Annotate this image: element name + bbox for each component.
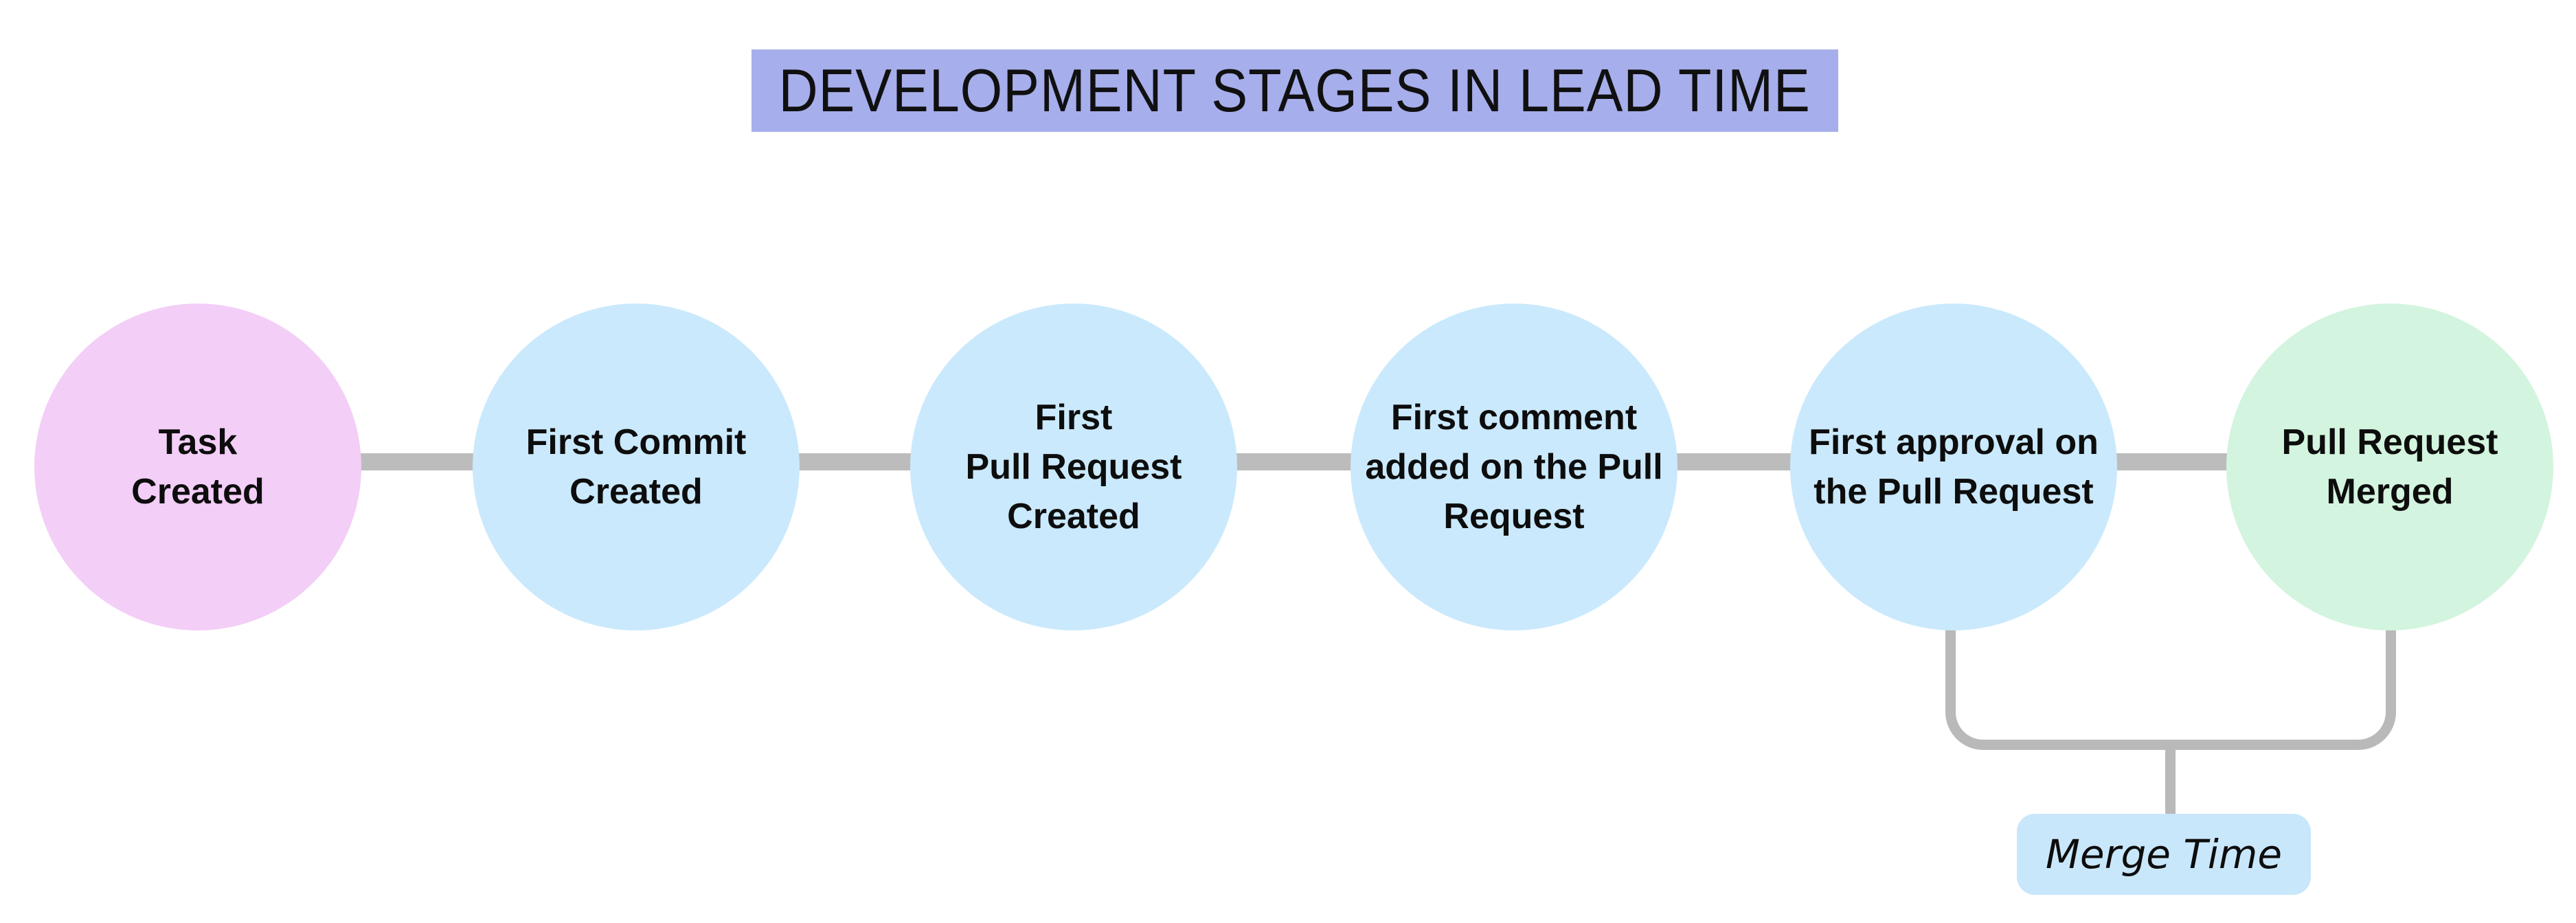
- stage-label: First approval on the Pull Request: [1809, 422, 2099, 512]
- merge-time-bracket: [1945, 628, 2396, 750]
- stage-node-first-pull-request: First Pull Request Created: [910, 304, 1237, 630]
- stage-node-first-approval: First approval on the Pull Request: [1790, 304, 2117, 630]
- stage-label: Pull Request Merged: [2281, 422, 2498, 512]
- stage-label: First Commit Created: [526, 422, 747, 512]
- stage-node-pull-request-merged: Pull Request Merged: [2226, 304, 2553, 630]
- stage-label: Task Created: [131, 422, 264, 512]
- merge-time-label: Merge Time: [2017, 814, 2311, 895]
- merge-time-bracket-stem: [2165, 749, 2176, 814]
- diagram-title-banner: DEVELOPMENT STAGES IN LEAD TIME: [752, 49, 1838, 132]
- stage-label: First comment added on the Pull Request: [1365, 398, 1663, 536]
- stage-node-task-created: Task Created: [34, 304, 361, 630]
- stage-node-first-comment: First comment added on the Pull Request: [1351, 304, 1677, 630]
- stage-label: First Pull Request Created: [965, 398, 1182, 536]
- stage-node-first-commit: First Commit Created: [473, 304, 800, 630]
- diagram-title: DEVELOPMENT STAGES IN LEAD TIME: [778, 56, 1811, 124]
